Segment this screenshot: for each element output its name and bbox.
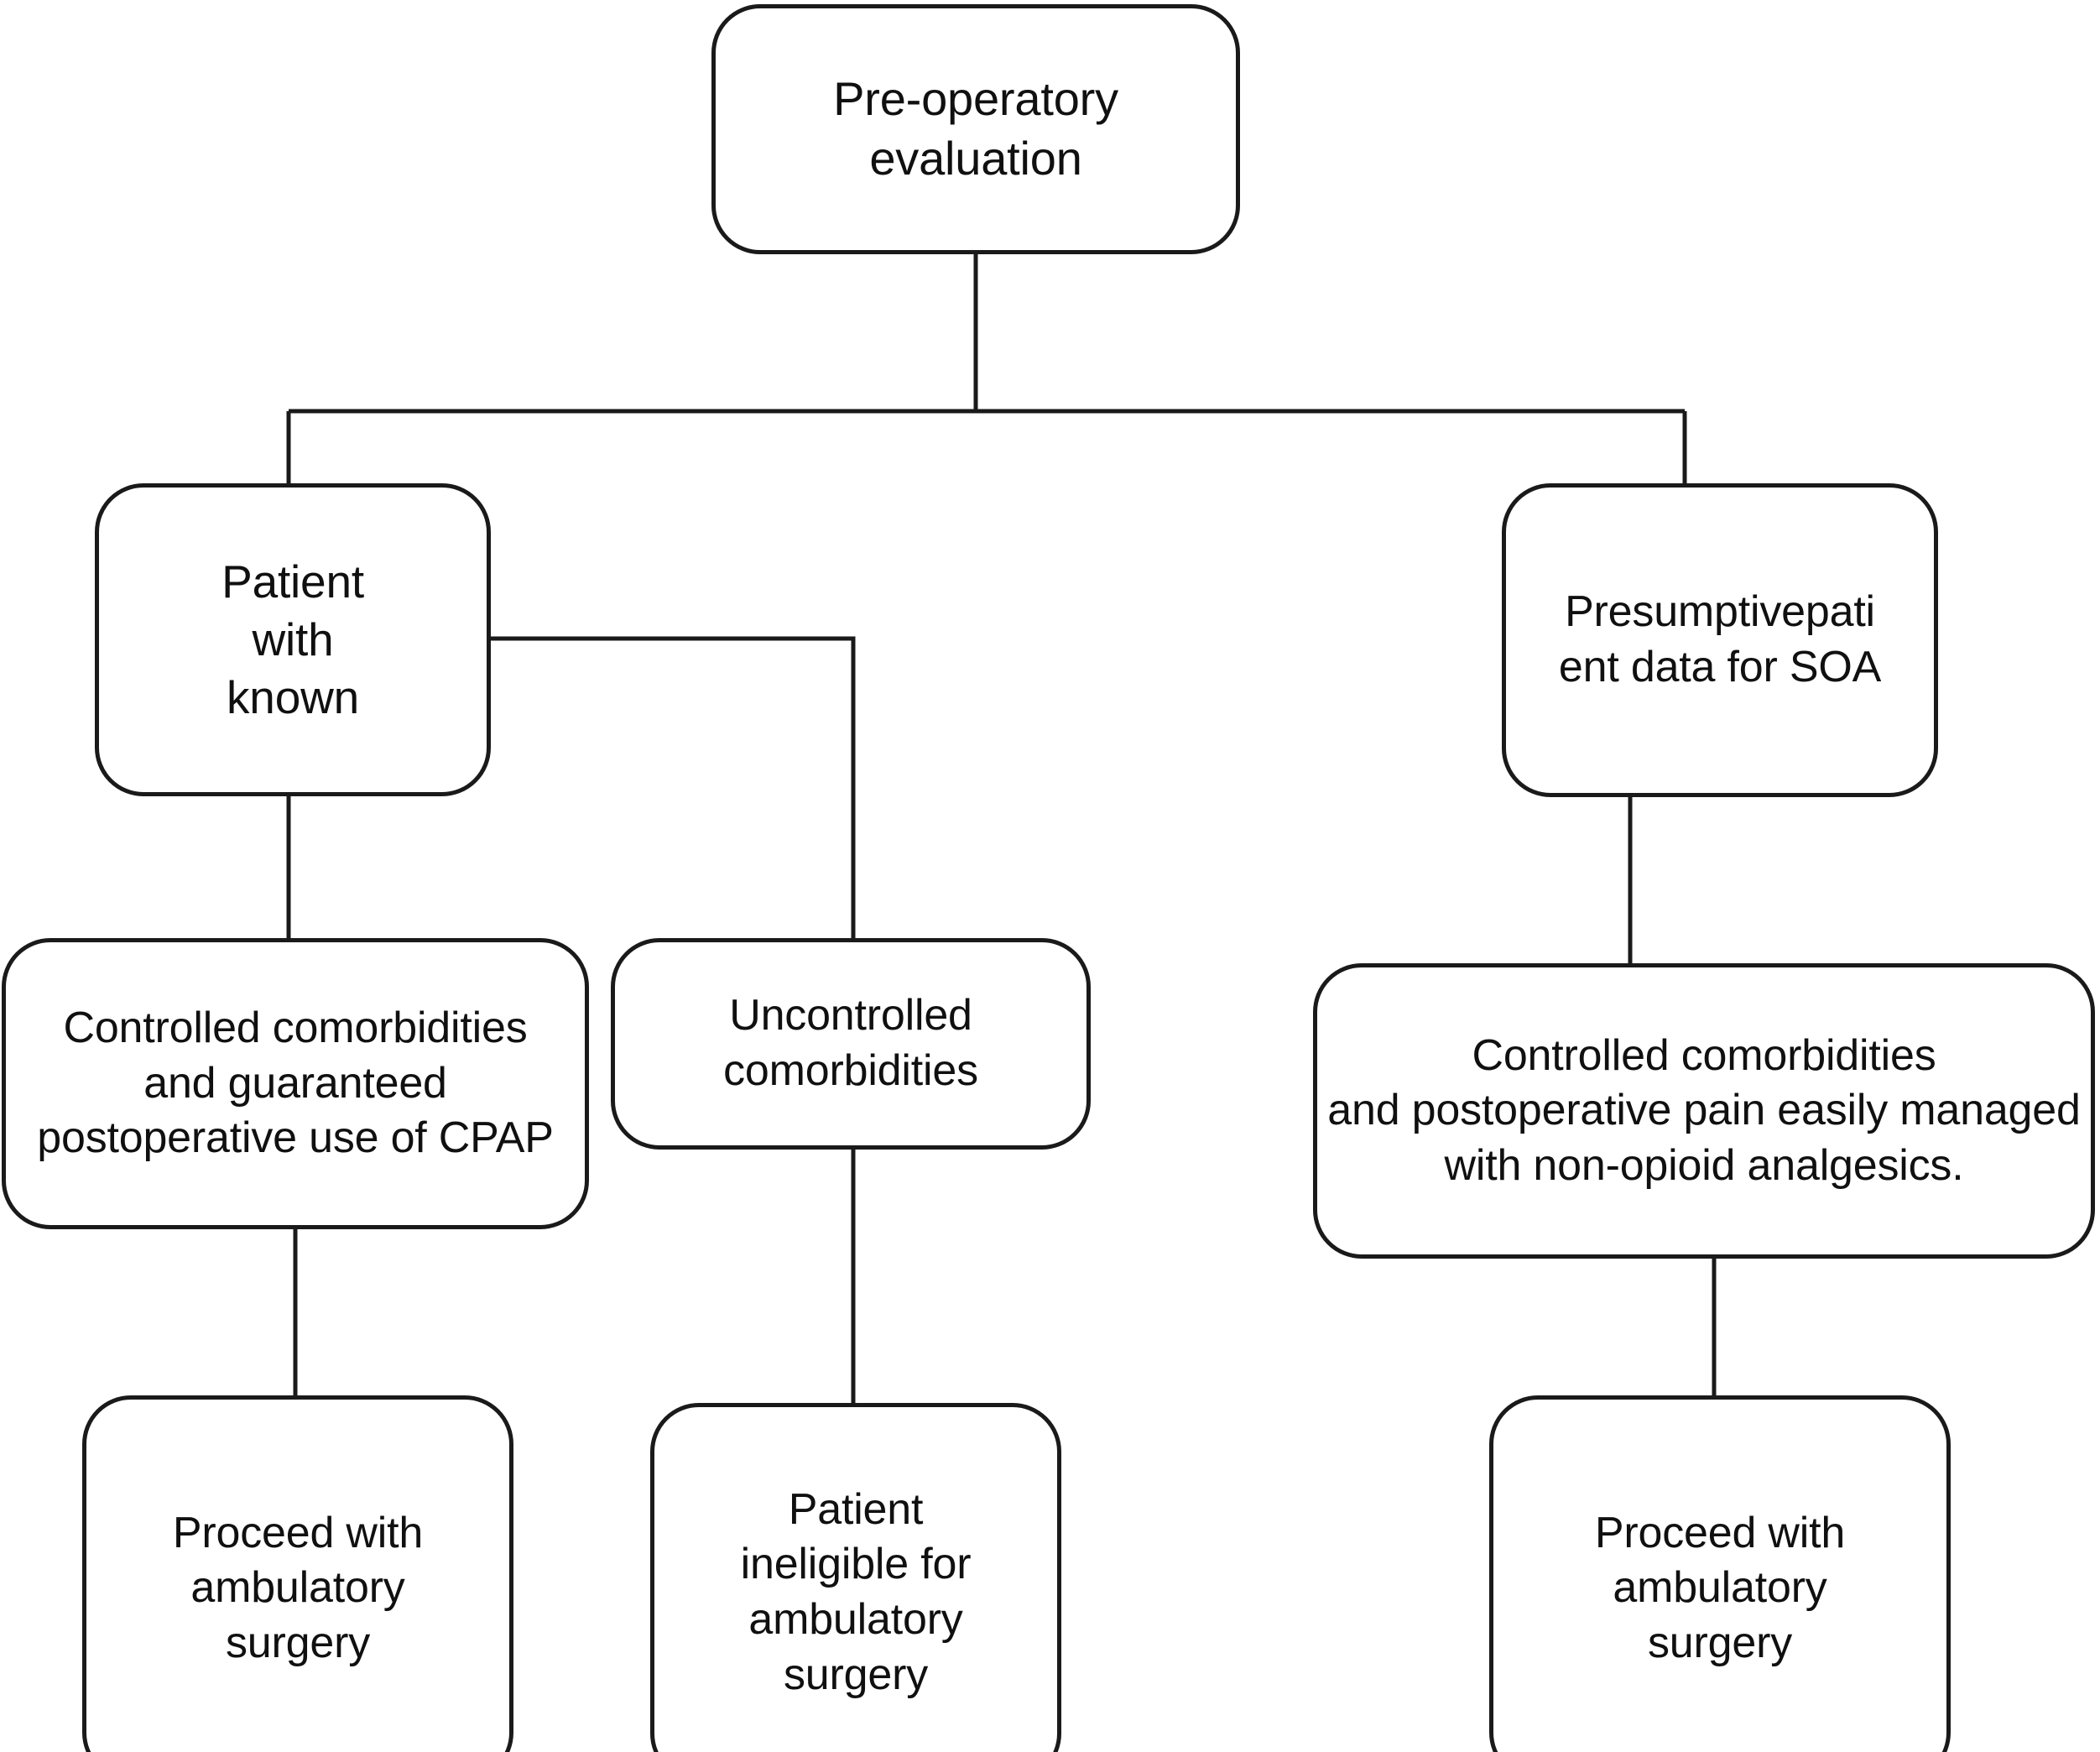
node-proceed-with-ambulatory-surgery-right[interactable]: Proceed with ambulatory surgery	[1489, 1395, 1951, 1752]
node-label: Proceed with ambulatory surgery	[172, 1508, 424, 1667]
node-controlled-comorbidities-cpap[interactable]: Controlled comorbidities and guaranteed …	[2, 938, 589, 1229]
node-label: Patient ineligible for ambulatory surger…	[740, 1484, 972, 1699]
node-proceed-with-ambulatory-surgery-left[interactable]: Proceed with ambulatory surgery	[82, 1395, 513, 1752]
node-uncontrolled-comorbidities[interactable]: Uncontrolled comorbidities	[611, 938, 1091, 1150]
node-label: Controlled comorbidities and postoperati…	[1327, 1030, 2081, 1190]
node-label: Presumptivepati ent data for SOA	[1558, 587, 1882, 691]
node-presumptive-patient-data-for-soa[interactable]: Presumptivepati ent data for SOA	[1502, 483, 1938, 797]
node-controlled-comorbidities-non-opioid[interactable]: Controlled comorbidities and postoperati…	[1313, 963, 2095, 1259]
node-label: Uncontrolled comorbidities	[723, 991, 978, 1095]
node-label: Patient with known	[221, 555, 364, 724]
edge-known-to-unctrl	[491, 636, 856, 938]
node-patient-ineligible-for-ambulatory-surgery[interactable]: Patient ineligible for ambulatory surger…	[650, 1403, 1061, 1752]
node-label: Pre-operatory evaluation	[833, 72, 1118, 185]
node-label: Proceed with ambulatory surgery	[1594, 1508, 1846, 1667]
node-pre-operatory-evaluation[interactable]: Pre-operatory evaluation	[711, 4, 1240, 254]
node-patient-with-known[interactable]: Patient with known	[95, 483, 491, 796]
node-label: Controlled comorbidities and guaranteed …	[37, 1004, 554, 1163]
